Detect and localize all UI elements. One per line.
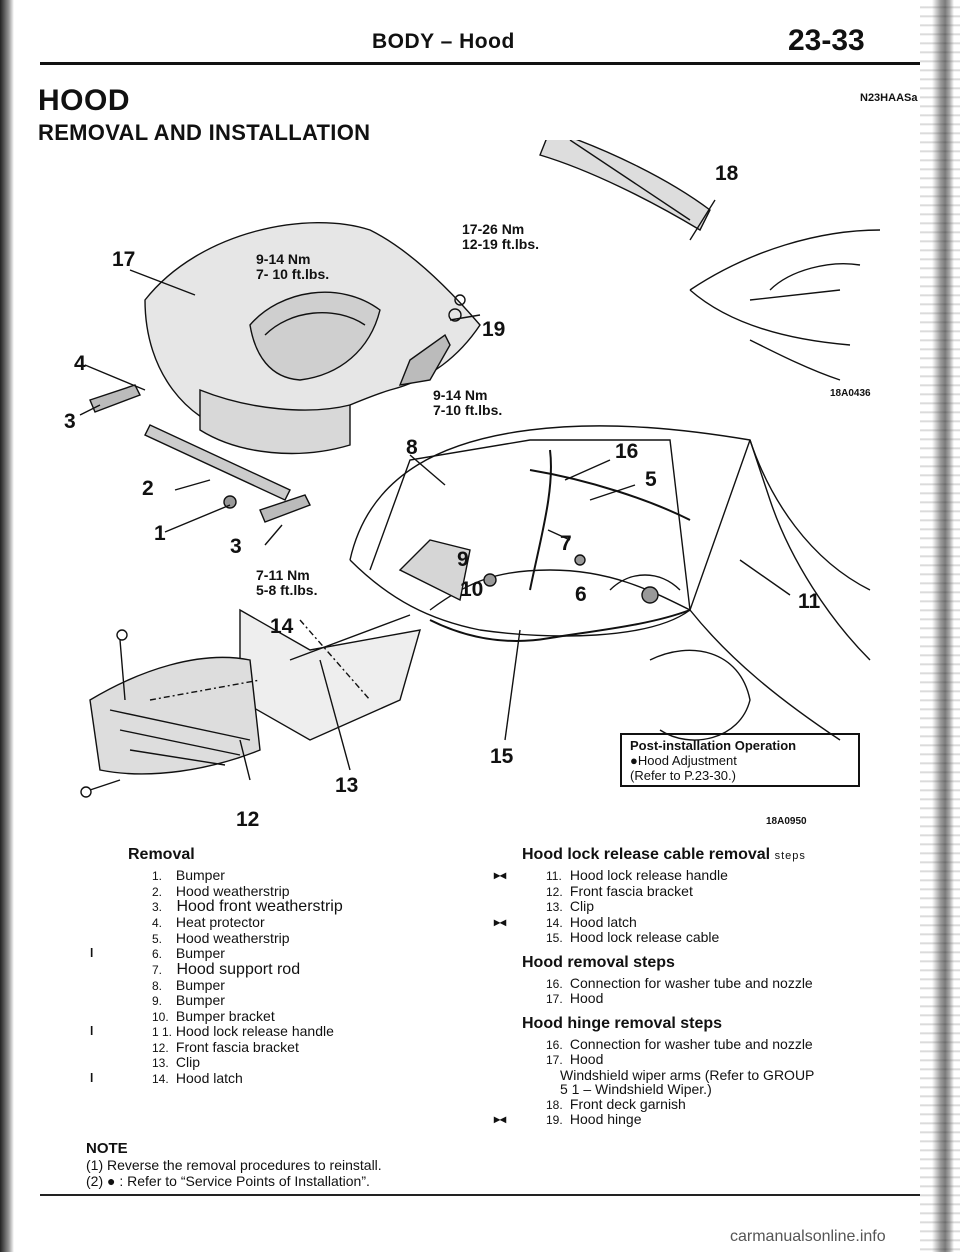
callout-6: 6 [575, 583, 587, 606]
post-installation-line1: ●Hood Adjustment [630, 753, 737, 768]
header-title: BODY – Hood [372, 30, 515, 53]
torque-spec-latch: 7-11 Nm 5-8 ft.lbs. [256, 567, 318, 598]
header-rule [40, 62, 920, 65]
callout-9: 9 [457, 548, 469, 571]
section-code: N23HAASa [860, 92, 918, 104]
note-line-2: (2) ● : Refer to “Service Points of Inst… [86, 1173, 370, 1189]
callout-7: 7 [560, 532, 572, 555]
list-item: 3. Hood front weatherstrip [152, 898, 343, 915]
callout-15: 15 [490, 745, 514, 768]
removal-list: 1. Bumper 2. Hood weatherstrip 3. Hood f… [90, 867, 468, 1086]
callout-4: 4 [74, 352, 86, 375]
watermark: carmanualsonline.info [730, 1228, 886, 1245]
list-item: ▸◂14. Hood latch [494, 913, 637, 930]
scan-dark-edge [932, 0, 954, 1252]
removal-heading: Removal [128, 846, 195, 863]
list-item: 4. Heat protector [152, 914, 265, 930]
post-installation-title: Post-installation Operation [630, 738, 797, 753]
callout-14: 14 [270, 615, 294, 638]
callout-2: 2 [142, 477, 154, 500]
list-item: 2. Hood weatherstrip [152, 882, 290, 899]
list-item: 12. Front fascia bracket [152, 1038, 299, 1055]
note-line-1: (1) Reverse the removal procedures to re… [86, 1157, 382, 1173]
list-item: 17. Hood [546, 990, 604, 1006]
cable-removal-heading: Hood lock release cable removal steps [522, 846, 806, 863]
callout-13: 13 [335, 774, 359, 797]
callout-3: 3 [64, 410, 76, 433]
hinge-removal-list: 16. Connection for washer tube and nozzl… [494, 1035, 892, 1128]
hood-removal-list: 16. Connection for washer tube and nozzl… [522, 974, 892, 1007]
list-item: 12. Front fascia bracket [546, 882, 693, 899]
torque-spec-hinge-upper: 17-26 Nm 12-19 ft.lbs. [462, 221, 540, 252]
figure-code-bottom: 18A0950 [766, 816, 807, 827]
hinge-removal-heading: Hood hinge removal steps [522, 1014, 723, 1032]
callout-1: 1 [154, 522, 166, 545]
scan-binding-edge [0, 0, 14, 1252]
list-item: 17. Hood [546, 1051, 604, 1067]
list-item: 9. Bumper [152, 992, 225, 1008]
callout-8: 8 [406, 436, 418, 459]
list-item: 18. Front deck garnish [546, 1095, 686, 1112]
list-item: 16. Connection for washer tube and nozzl… [546, 974, 813, 991]
callout-18: 18 [715, 162, 739, 185]
removal-column: Removal 1. Bumper 2. Hood weatherstrip 3… [90, 846, 468, 1086]
diagram-drawing [79, 140, 880, 798]
cable-removal-list: ▸◂11. Hood lock release handle 12. Front… [494, 867, 892, 946]
exploded-diagram: 17 4 3 2 1 3 19 18 8 16 5 7 9 10 6 11 14… [50, 140, 880, 831]
steps-column: Hood lock release cable removal steps ▸◂… [494, 846, 892, 1128]
list-item: 5. Hood weatherstrip [152, 929, 290, 946]
list-item: Windshield wiper arms (Refer to GROUP [560, 1066, 815, 1083]
section-subtitle: REMOVAL AND INSTALLATION [38, 120, 371, 145]
callout-3b: 3 [230, 535, 242, 558]
hood-removal-heading: Hood removal steps [522, 953, 675, 971]
section-title: HOOD [38, 84, 130, 117]
callout-11: 11 [798, 590, 821, 613]
post-installation-box: Post-installation Operation ●Hood Adjust… [620, 733, 860, 787]
list-item: ▸◂19. Hood hinge [494, 1111, 642, 1127]
page-number: 23-33 [788, 24, 865, 57]
callout-5: 5 [645, 468, 657, 491]
note-title: NOTE [86, 1140, 128, 1157]
figure-code-top: 18A0436 [830, 388, 871, 399]
list-item: 16. Connection for washer tube and nozzl… [546, 1035, 813, 1052]
list-item: 13. Clip [546, 898, 595, 914]
note-block: NOTE (1) Reverse the removal procedures … [86, 1140, 786, 1189]
callout-12: 12 [236, 808, 260, 831]
list-item: 8. Bumper [152, 976, 225, 993]
list-item: 7. Hood support rod [152, 960, 301, 978]
list-item: 13. Clip [152, 1054, 201, 1070]
footer-rule [40, 1194, 920, 1196]
callout-17: 17 [112, 248, 136, 271]
list-item: 10. Bumper bracket [152, 1007, 275, 1024]
callout-16: 16 [615, 440, 639, 463]
torque-spec-hood: 9-14 Nm 7- 10 ft.lbs. [256, 251, 330, 282]
list-item: 1. Bumper [152, 867, 225, 883]
post-installation-line2: (Refer to P.23-30.) [630, 768, 736, 783]
list-item: ▸◂11. Hood lock release handle [494, 867, 728, 883]
callout-19: 19 [482, 318, 506, 341]
list-item: 5 1 – Windshield Wiper.) [560, 1081, 712, 1097]
callout-10: 10 [460, 578, 484, 601]
list-item: 15. Hood lock release cable [546, 929, 720, 945]
torque-spec-hinge-lower: 9-14 Nm 7-10 ft.lbs. [433, 387, 503, 418]
